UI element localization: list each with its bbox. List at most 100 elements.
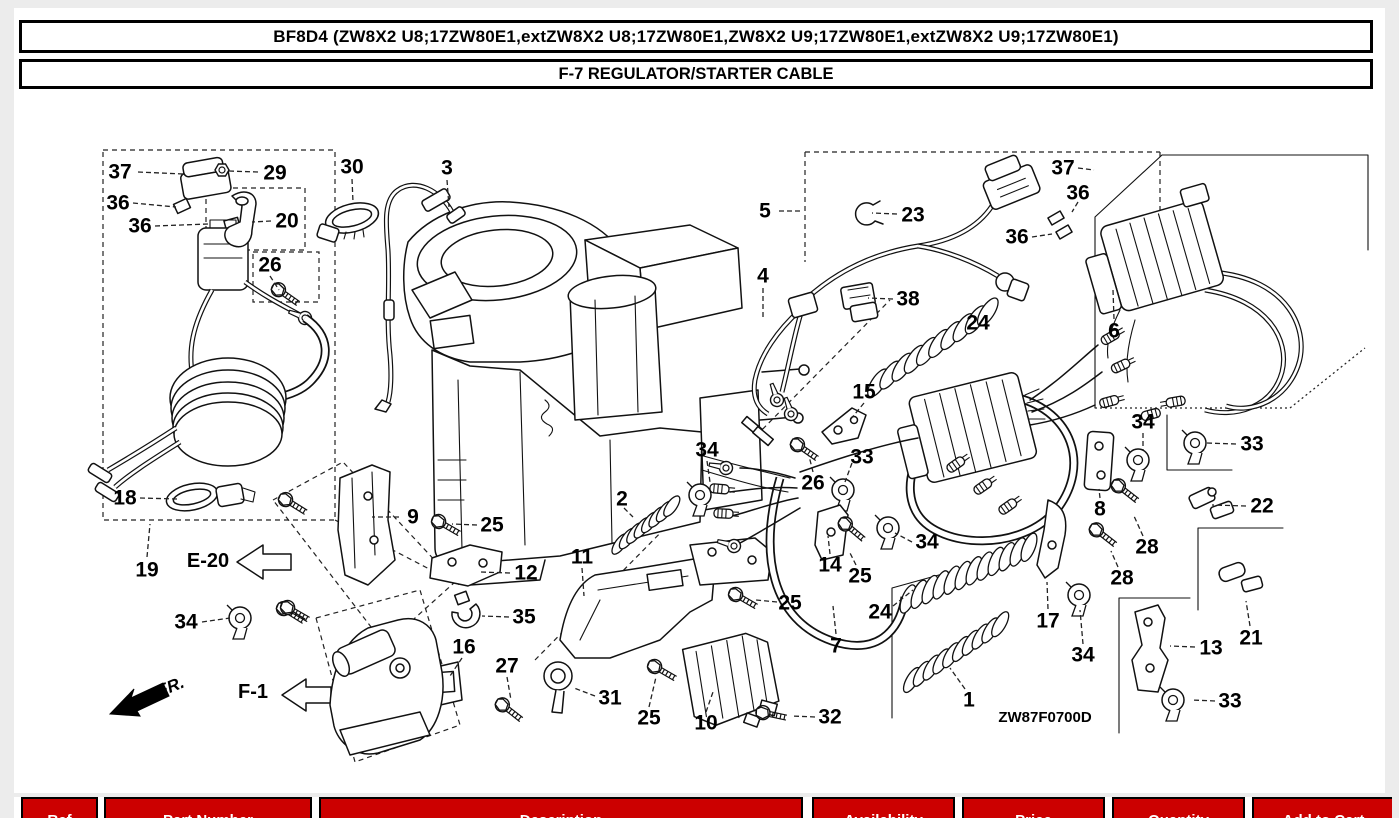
leader-line [132, 202, 177, 208]
bolt-e20-a [275, 489, 311, 519]
model-title: BF8D4 (ZW8X2 U8;17ZW80E1,extZW8X2 U8;17Z… [273, 26, 1119, 46]
clamp-34-left [226, 604, 252, 640]
part-callout-9: 9 [407, 506, 419, 529]
part-callout-25: 25 [480, 514, 504, 537]
part-callout-25: 25 [637, 707, 661, 730]
part-callout-37: 37 [1051, 157, 1074, 180]
bracket-20 [224, 191, 257, 248]
main-wire-harness-5 [764, 154, 1073, 424]
part-callout-6: 6 [1108, 320, 1120, 343]
part-callout-36: 36 [1005, 226, 1028, 249]
leader-line [791, 715, 816, 718]
leader-line [1110, 550, 1119, 568]
part-callout-36: 36 [1066, 182, 1089, 205]
figure-code: ZW87F0700D [998, 709, 1092, 726]
leader-line [573, 687, 596, 697]
engine-mount-bracket-f1 [329, 618, 444, 756]
table-header-price[interactable]: Price [962, 797, 1105, 818]
regulator-6-assembly [1085, 182, 1304, 424]
part-callout-34: 34 [174, 611, 198, 634]
leader-line [623, 507, 634, 518]
part-callout-27: 27 [495, 655, 518, 678]
bracket-17 [1036, 499, 1067, 579]
part-callout-19: 19 [135, 559, 158, 582]
starter-cable-4 [741, 291, 819, 447]
part-callout-38: 38 [896, 288, 920, 311]
table-header-ref[interactable]: Ref [21, 797, 98, 818]
leader-line [506, 676, 512, 701]
part-callout-22: 22 [1250, 495, 1273, 518]
terminal-36 [172, 197, 192, 215]
leader-line [1211, 504, 1247, 507]
bracket-13 [1131, 604, 1169, 693]
nut-29 [214, 163, 230, 177]
part-callout-36: 36 [106, 192, 129, 215]
part-callout-34: 34 [695, 439, 719, 462]
leader-line [849, 402, 865, 421]
front-label: FR. [154, 673, 187, 701]
part-callout-25: 25 [778, 592, 802, 615]
leader-line [146, 523, 151, 558]
leader-line [705, 691, 714, 713]
leader-line [892, 589, 914, 607]
clamp-34-bottomright [1065, 581, 1091, 617]
bolt-near-34 [277, 597, 313, 627]
table-header-description[interactable]: Description [319, 797, 803, 818]
part-callout-17: 17 [1036, 610, 1059, 633]
cable-clip-18 [165, 482, 256, 512]
clamp-35 [451, 590, 481, 629]
part-callout-26: 26 [801, 472, 824, 495]
part-callout-35: 35 [512, 606, 536, 629]
leader-line [1079, 609, 1084, 645]
leader-line [1245, 600, 1251, 627]
bracket-15 [821, 407, 867, 445]
leader-line [227, 170, 259, 173]
stator-cable-7 [765, 476, 910, 650]
terminal-36-right-a [1047, 210, 1065, 226]
bracket-11 [559, 537, 773, 659]
bolt-25-d [725, 584, 761, 614]
leader-line [1031, 233, 1053, 238]
part-callout-23: 23 [901, 204, 924, 227]
leader-line [251, 220, 272, 223]
ref-arrow-e20 [236, 544, 292, 580]
table-header-quantity[interactable]: Quantity [1112, 797, 1245, 818]
part-callout-11: 11 [571, 546, 594, 569]
clamp-33-bottomright [1159, 686, 1185, 722]
part-callout-34: 34 [1071, 644, 1095, 667]
part-callout-21: 21 [1239, 627, 1263, 650]
part-callout-16: 16 [452, 636, 475, 659]
leader-line [451, 523, 478, 526]
part-callout-33: 33 [1240, 433, 1263, 456]
leader-line [1046, 581, 1049, 610]
table-header-part-number[interactable]: Part Number [104, 797, 312, 818]
table-header-add-to-cart[interactable]: Add to Cart [1252, 797, 1392, 818]
clip-23 [854, 200, 884, 226]
part-callout-33: 33 [1218, 690, 1241, 713]
part-callout-37: 37 [108, 161, 131, 184]
leader-line [1169, 645, 1196, 648]
part-callout-3: 3 [441, 157, 453, 180]
table-header-availability[interactable]: Availability [812, 797, 955, 818]
leader-line [1071, 201, 1079, 213]
bullet-connector-c [996, 493, 1024, 517]
part-callout-34: 34 [915, 531, 939, 554]
bullet-connector-b [971, 473, 999, 497]
battery-cable-coil [169, 357, 287, 467]
part-callout-36: 36 [128, 215, 151, 238]
part-callout-29: 29 [263, 162, 286, 185]
part-callout-34: 34 [1131, 411, 1155, 434]
leader-line [871, 212, 898, 215]
part-callout-32: 32 [818, 706, 841, 729]
leader-line [1112, 289, 1115, 320]
part-callout-13: 13 [1199, 637, 1222, 660]
leader-line [137, 171, 184, 175]
plate-8 [1083, 430, 1115, 492]
part-callout-12: 12 [514, 562, 537, 585]
leader-line [154, 223, 209, 227]
leader-line [849, 552, 857, 566]
leader-line [894, 532, 913, 543]
section-title: F-7 REGULATOR/STARTER CABLE [558, 64, 834, 83]
stator-wire-bundle [699, 437, 919, 555]
